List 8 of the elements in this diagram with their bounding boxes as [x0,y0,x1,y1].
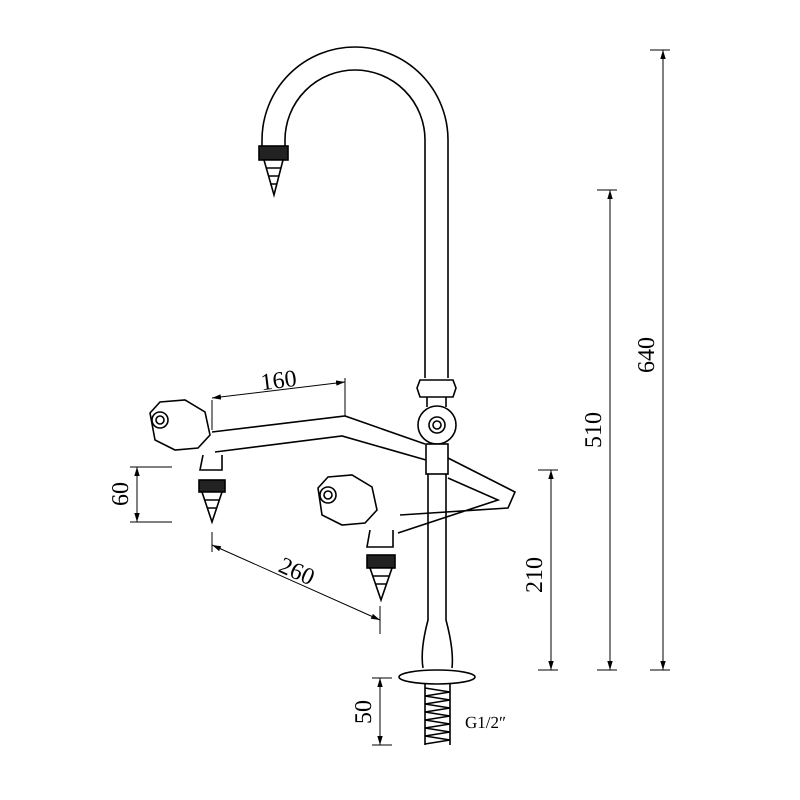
dimension-text: 640 [634,337,660,373]
dimension-text: 210 [522,557,548,593]
dimension-text: 50 [351,700,377,724]
dimension-text: 160 [259,366,298,396]
dimension-text: 60 [108,482,134,506]
dimension-text: 260 [274,552,318,592]
dimension-text: 510 [581,412,607,448]
thread-size-label: G1/2″ [465,713,506,732]
